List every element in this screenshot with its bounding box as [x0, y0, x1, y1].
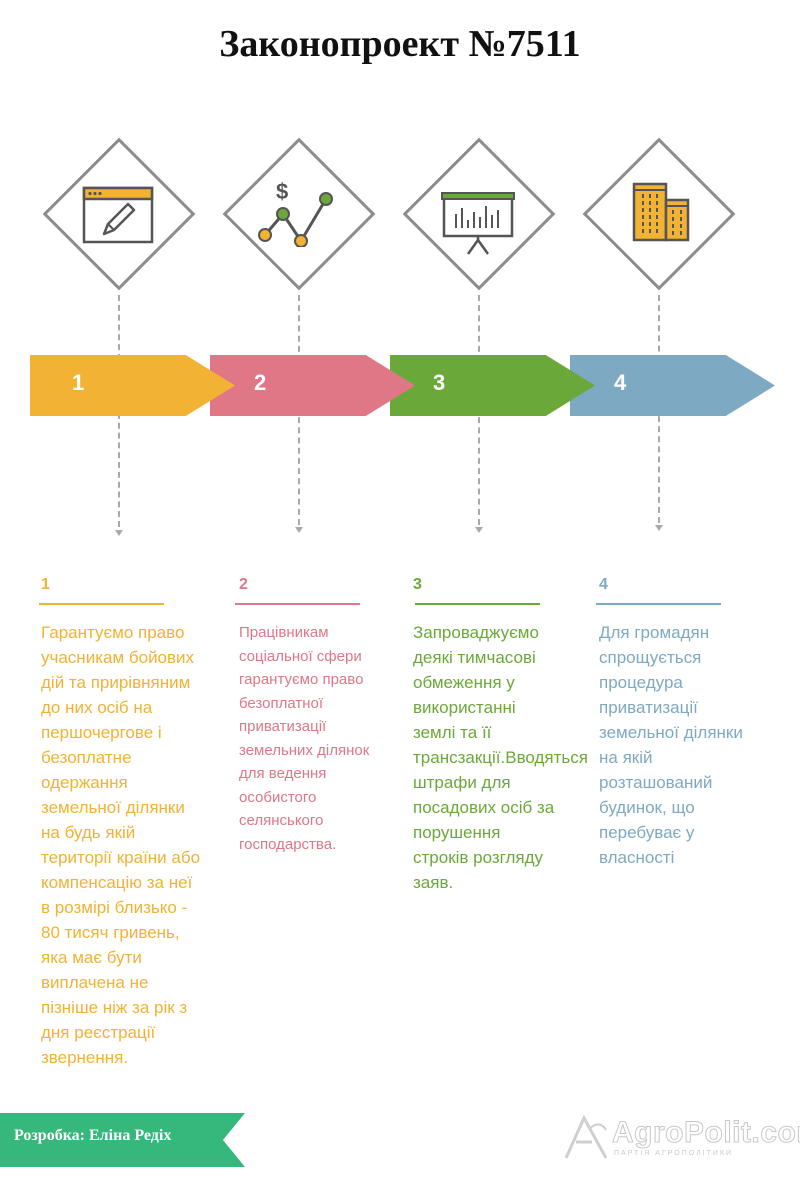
buildings-icon	[632, 182, 690, 242]
step-description-4: Для громадян спрощується процедура прива…	[599, 623, 743, 867]
step-underline-4	[596, 603, 721, 605]
step-number-2: 2	[239, 576, 248, 593]
credit-text: Розробка: Еліна Редіх	[14, 1127, 172, 1144]
connector-arrow-1	[115, 530, 123, 536]
step-description-2: Працівникам соціальної сфери гарантуємо …	[239, 624, 370, 853]
step-arrow-2	[210, 355, 415, 416]
step-number-3: 3	[413, 576, 422, 593]
logo-text: AgroPolit.com	[612, 1116, 800, 1150]
step-underline-3	[415, 603, 540, 605]
connector-arrow-4	[655, 525, 663, 531]
step-arrow-number-1: 1	[72, 370, 85, 395]
credit-banner	[0, 1113, 245, 1167]
svg-text:$: $	[276, 179, 288, 204]
browser-edit-icon	[82, 186, 154, 244]
step-arrow-number-2: 2	[254, 370, 267, 395]
logo-subtitle: ПАРТІЯ АГРОПОЛІТИКИ	[614, 1150, 734, 1157]
step-description-3: Запроваджуємо деякі тимчасові обмеження …	[413, 623, 588, 892]
step-arrow-3	[390, 355, 595, 416]
step-description-1: Гарантуємо право учасникам бойових дій т…	[41, 623, 201, 1067]
step-arrow-number-4: 4	[614, 370, 627, 395]
connector-arrow-2	[295, 527, 303, 533]
agropolit-logo-icon	[564, 1114, 608, 1159]
dollar-graph-icon: $	[258, 179, 333, 247]
step-number-1: 1	[41, 576, 50, 593]
step-underline-1	[39, 603, 164, 605]
step-underline-2	[235, 603, 360, 605]
presentation-board-icon	[441, 192, 515, 255]
step-arrow-1	[30, 355, 235, 416]
step-arrow-4	[570, 355, 775, 416]
step-arrow-number-3: 3	[433, 370, 446, 395]
step-number-4: 4	[599, 576, 608, 593]
page-title: Законопроект №7511	[219, 23, 581, 65]
connector-arrow-3	[475, 527, 483, 533]
